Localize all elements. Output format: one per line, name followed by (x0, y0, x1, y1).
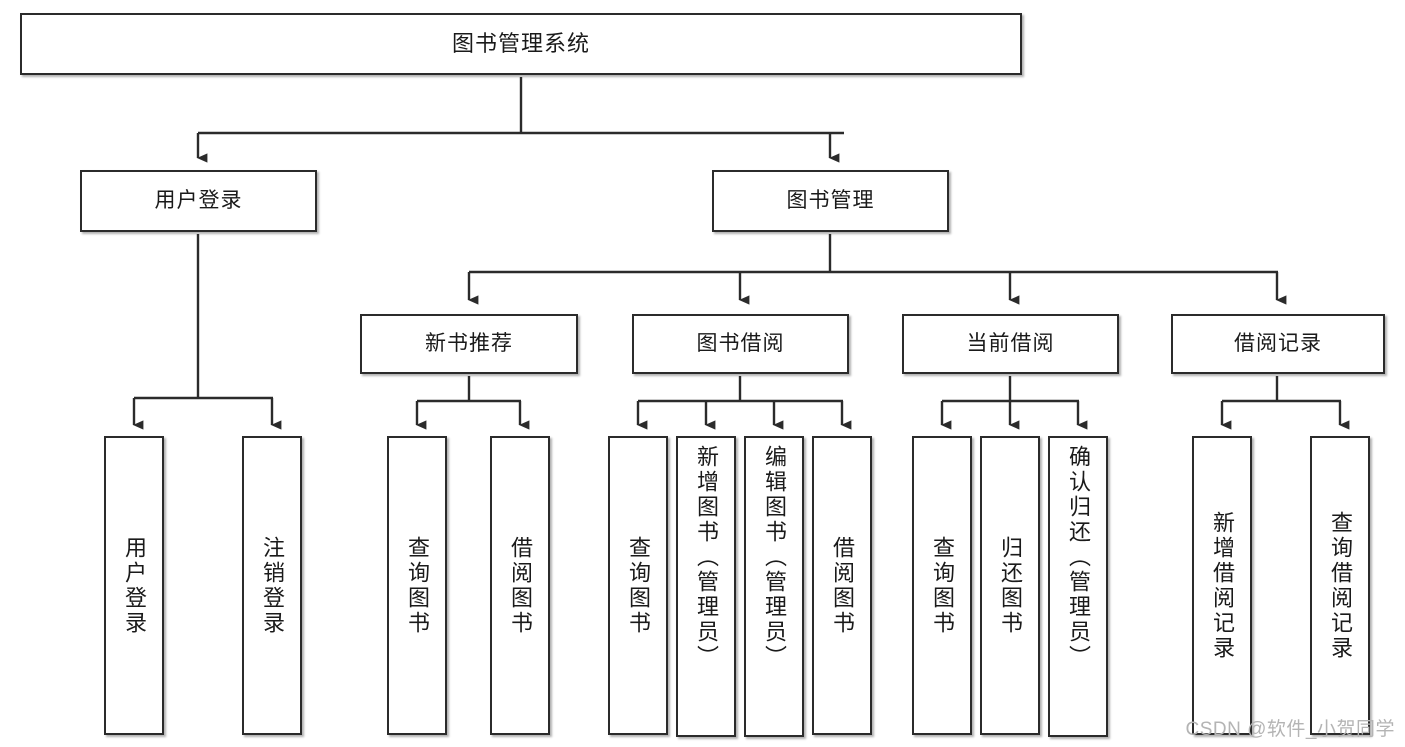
node-leaf-query-book-1-label: 查询图书 (405, 535, 430, 636)
node-new-book-recommend-label: 新书推荐 (425, 331, 513, 355)
node-leaf-confirm-return-label: 确认归还（管理员） (1066, 445, 1091, 670)
node-leaf-borrow-book-1-label: 借阅图书 (508, 535, 533, 636)
node-leaf-borrow-book-1[interactable]: 借阅图书 (490, 436, 550, 735)
node-leaf-logout-label: 注销登录 (260, 535, 285, 636)
node-user-login-label: 用户登录 (154, 188, 243, 212)
node-borrow-record[interactable]: 借阅记录 (1171, 314, 1385, 374)
node-leaf-return-book-label: 归还图书 (998, 535, 1023, 636)
node-leaf-query-book-3-label: 查询图书 (930, 535, 955, 636)
node-book-borrow-label: 图书借阅 (696, 331, 785, 355)
node-book-management-label: 图书管理 (786, 188, 875, 212)
node-leaf-user-login-label: 用户登录 (122, 535, 147, 636)
node-root-label: 图书管理系统 (451, 31, 590, 57)
node-leaf-query-record-label: 查询借阅记录 (1328, 510, 1353, 661)
node-leaf-query-book-1[interactable]: 查询图书 (387, 436, 447, 735)
node-book-borrow[interactable]: 图书借阅 (632, 314, 849, 374)
node-leaf-add-record-label: 新增借阅记录 (1210, 510, 1235, 661)
node-leaf-confirm-return[interactable]: 确认归还（管理员） (1048, 436, 1108, 737)
node-user-login[interactable]: 用户登录 (80, 170, 317, 232)
node-leaf-add-book-label: 新增图书（管理员） (694, 445, 719, 670)
node-leaf-query-book-2[interactable]: 查询图书 (608, 436, 668, 735)
watermark: CSDN @软件_小贺同学 (1185, 719, 1395, 740)
node-leaf-query-record[interactable]: 查询借阅记录 (1310, 436, 1370, 735)
node-current-borrow[interactable]: 当前借阅 (902, 314, 1119, 374)
node-leaf-query-book-2-label: 查询图书 (626, 535, 651, 636)
node-leaf-logout[interactable]: 注销登录 (242, 436, 302, 735)
node-leaf-query-book-3[interactable]: 查询图书 (912, 436, 972, 735)
node-book-management[interactable]: 图书管理 (712, 170, 949, 232)
node-leaf-add-book[interactable]: 新增图书（管理员） (676, 436, 736, 737)
node-leaf-edit-book-label: 编辑图书（管理员） (762, 445, 787, 670)
node-root[interactable]: 图书管理系统 (20, 13, 1022, 75)
node-leaf-borrow-book-2-label: 借阅图书 (830, 535, 855, 636)
node-leaf-add-record[interactable]: 新增借阅记录 (1192, 436, 1252, 735)
node-current-borrow-label: 当前借阅 (966, 331, 1055, 355)
node-borrow-record-label: 借阅记录 (1234, 331, 1322, 355)
node-leaf-return-book[interactable]: 归还图书 (980, 436, 1040, 735)
node-leaf-borrow-book-2[interactable]: 借阅图书 (812, 436, 872, 735)
node-new-book-recommend[interactable]: 新书推荐 (360, 314, 578, 374)
node-leaf-user-login[interactable]: 用户登录 (104, 436, 164, 735)
node-leaf-edit-book[interactable]: 编辑图书（管理员） (744, 436, 804, 737)
